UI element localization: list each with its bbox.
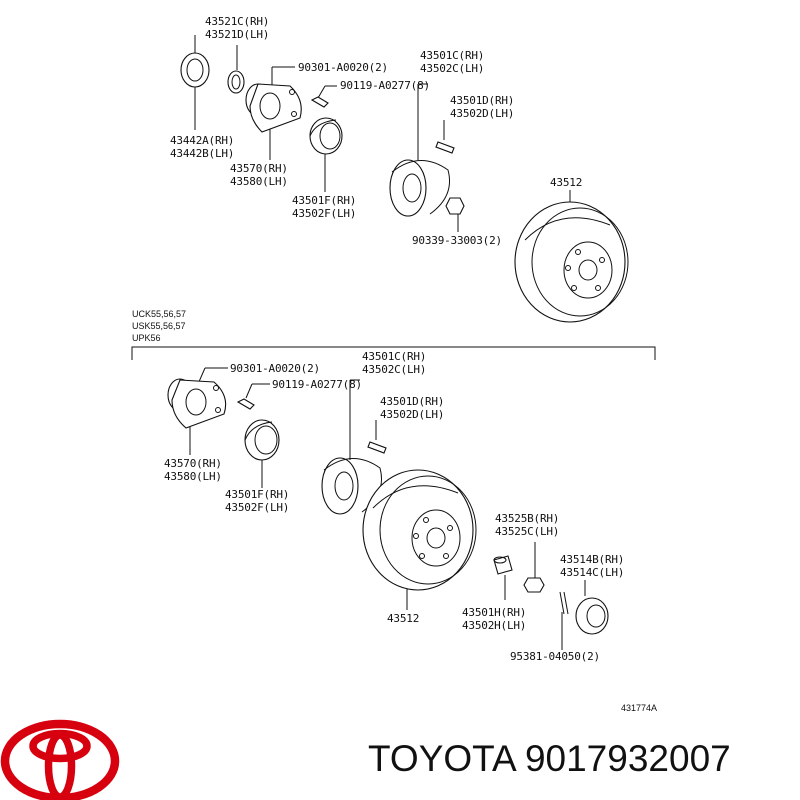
brand-part-number: TOYOTA 9017932007 [368, 738, 731, 779]
label-90119-bottom: 90119-A0277(8) [272, 378, 362, 391]
label-95381: 95381-04050(2) [510, 650, 600, 663]
applicability-bracket [131, 346, 656, 360]
leader-lines-top [194, 35, 571, 232]
snap-ring-top [227, 70, 245, 94]
label-90339: 90339-33003(2) [412, 234, 502, 247]
label-43514b: 43514B(RH) [560, 553, 624, 566]
hub-carrier-top [245, 83, 302, 133]
model-line-2: USK55,56,57 [132, 321, 186, 331]
label-43501d-top: 43501D(RH) [450, 94, 514, 107]
label-43502h: 43502H(LH) [462, 619, 526, 632]
label-43525c: 43525C(LH) [495, 525, 559, 538]
label-43570-bottom: 43570(RH) [164, 457, 222, 470]
label-43501c-bottom: 43501C(RH) [362, 350, 426, 363]
figure-id: 431774A [621, 703, 657, 713]
label-43512-top: 43512 [550, 176, 582, 189]
label-43502d-top: 43502D(LH) [450, 107, 514, 120]
label-43580-bottom: 43580(LH) [164, 470, 222, 483]
label-43525b: 43525B(RH) [495, 512, 559, 525]
bearing-top [309, 117, 343, 155]
hub-bottom [321, 457, 382, 515]
label-43502c-top: 43502C(LH) [420, 62, 484, 75]
label-43442a: 43442A(RH) [170, 134, 234, 147]
label-90119-top: 90119-A0277(8) [340, 79, 430, 92]
hub-top [389, 159, 450, 217]
label-43442b: 43442B(LH) [170, 147, 234, 160]
toyota-logo-icon [0, 719, 120, 800]
hub-carrier-bottom [167, 378, 227, 429]
label-43521c: 43521C(RH) [205, 15, 269, 28]
model-line-3: UPK56 [132, 333, 161, 343]
bolt-bottom [236, 398, 255, 410]
label-43501h: 43501H(RH) [462, 606, 526, 619]
label-43501d-bottom: 43501D(RH) [380, 395, 444, 408]
model-line-1: UCK55,56,57 [132, 309, 186, 319]
label-90301-bottom: 90301-A0020(2) [230, 362, 320, 375]
oil-seal-top [180, 52, 210, 88]
label-43512-bottom: 43512 [387, 612, 419, 625]
grease-cap-bottom [575, 597, 609, 635]
label-43502f-bottom: 43502F(LH) [225, 501, 289, 514]
cotter-pin-bottom [559, 591, 569, 615]
label-43501f-top: 43501F(RH) [292, 194, 356, 207]
cap-bottom [493, 555, 513, 575]
label-43501f-bottom: 43501F(RH) [225, 488, 289, 501]
nut-top [445, 197, 465, 215]
disc-rotor-top [514, 201, 629, 323]
hub-bolt-top [435, 141, 455, 154]
label-43570-top: 43570(RH) [230, 162, 288, 175]
bearing-bottom [244, 419, 280, 461]
label-90301-top: 90301-A0020(2) [298, 61, 388, 74]
label-43580-top: 43580(LH) [230, 175, 288, 188]
disc-rotor-bottom [362, 469, 477, 591]
label-43501c-top: 43501C(RH) [420, 49, 484, 62]
label-43514c: 43514C(LH) [560, 566, 624, 579]
lock-nut-bottom [523, 577, 545, 593]
hub-bolt-bottom [367, 441, 387, 454]
label-43502c-bottom: 43502C(LH) [362, 363, 426, 376]
bolt-top [310, 96, 329, 108]
label-43502f-top: 43502F(LH) [292, 207, 356, 220]
label-43502d-bottom: 43502D(LH) [380, 408, 444, 421]
label-43521d: 43521D(LH) [205, 28, 269, 41]
